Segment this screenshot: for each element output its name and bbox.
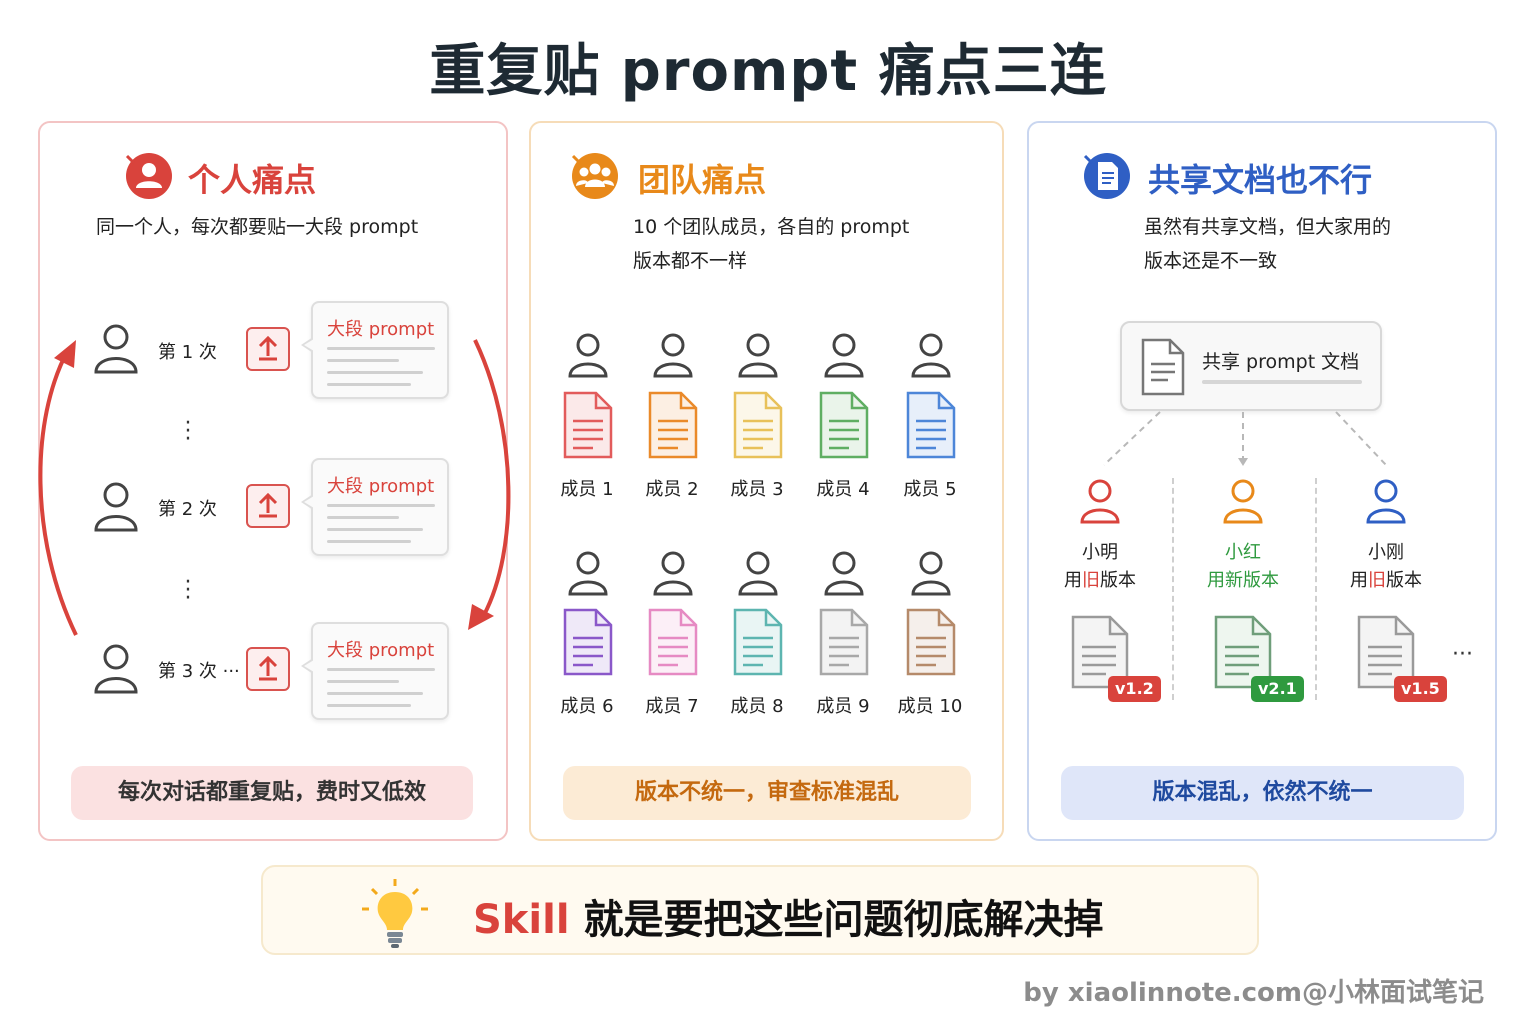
version-label: 用旧版本: [1350, 570, 1422, 591]
shared-title: 共享文档也不行: [1148, 161, 1373, 199]
personal-desc: 同一个人，每次都要贴一大段 prompt: [96, 216, 419, 238]
user-icon: [93, 480, 139, 532]
member-doc-icon: [818, 390, 870, 464]
cycle-arrow-right: [468, 339, 511, 630]
distribution-lines: [1103, 411, 1387, 466]
document-icon: [1141, 338, 1185, 396]
shared-doc-panel: [1027, 121, 1497, 841]
member-avatar-icon: [910, 550, 952, 600]
member-doc-icon: [732, 390, 784, 464]
user-name: 小红: [1225, 542, 1261, 563]
credit: by xiaolinnote.com@小林面试笔记: [1023, 978, 1484, 1008]
prompt-bubble-label: 大段 prompt: [327, 319, 435, 340]
conclusion-text: Skill 就是要把这些问题彻底解决掉: [473, 887, 1103, 945]
version-badge: v1.5: [1394, 676, 1447, 702]
page-title: 重复贴 prompt 痛点三连: [429, 39, 1107, 104]
cycle-arrow-left: [38, 340, 78, 636]
member-doc-icon: [647, 390, 699, 464]
document-no-icon: [1082, 151, 1132, 201]
document-icon: [1213, 614, 1273, 694]
document-icon: [1070, 614, 1130, 694]
user-name: 小刚: [1368, 542, 1404, 563]
ellipsis-vertical-icon: ···: [184, 570, 192, 611]
member-label: 成员 3: [730, 479, 784, 500]
user-avatar-icon: [1079, 478, 1121, 528]
member-doc-icon: [647, 607, 699, 681]
member-avatar-icon: [567, 550, 609, 600]
prompt-bubble: 大段 prompt: [301, 622, 449, 720]
member-doc-icon: [905, 607, 957, 681]
ellipsis-vertical-icon: ···: [184, 411, 192, 452]
member-avatar-icon: [652, 332, 694, 382]
user-avatar-icon: [1365, 478, 1407, 528]
team-pain-panel: [529, 121, 1004, 841]
member-avatar-icon: [737, 332, 779, 382]
version-badge: v2.1: [1251, 676, 1304, 702]
personal-title: 个人痛点: [188, 161, 317, 199]
prompt-bubble: 大段 prompt: [301, 458, 449, 556]
member-avatar-icon: [823, 550, 865, 600]
version-label: 用旧版本: [1064, 570, 1136, 591]
member-doc-icon: [818, 607, 870, 681]
member-label: 成员 1: [560, 479, 614, 500]
prompt-bubble-label: 大段 prompt: [327, 640, 435, 661]
member-avatar-icon: [737, 550, 779, 600]
member-avatar-icon: [823, 332, 865, 382]
member-label: 成员 4: [816, 479, 870, 500]
member-label: 成员 2: [645, 479, 699, 500]
member-doc-icon: [732, 607, 784, 681]
member-label: 成员 5: [903, 479, 957, 500]
user-icon: [93, 642, 139, 694]
person-no-icon: [124, 151, 174, 201]
shared-prompt-doc: 共享 prompt 文档: [1120, 321, 1382, 411]
member-label: 成员 10: [897, 696, 963, 717]
lightbulb-icon: [362, 879, 428, 948]
user-name: 小明: [1082, 542, 1118, 563]
times-label-2: 第 2 次: [158, 499, 217, 520]
shared-footer: 版本混乱，依然不统一: [1061, 766, 1464, 820]
member-label: 成员 7: [645, 696, 699, 717]
shared-desc-2: 版本还是不一致: [1144, 250, 1278, 272]
team-title: 团队痛点: [638, 161, 767, 199]
member-avatar-icon: [910, 332, 952, 382]
shared-desc-1: 虽然有共享文档，但大家用的: [1144, 216, 1392, 238]
member-doc-icon: [562, 607, 614, 681]
upload-icon: [246, 647, 290, 691]
member-avatar-icon: [567, 332, 609, 382]
times-label-3: 第 3 次 ···: [158, 661, 240, 682]
team-desc-1: 10 个团队成员，各自的 prompt: [633, 216, 910, 238]
prompt-bubble-label: 大段 prompt: [327, 476, 435, 497]
upload-icon: [246, 484, 290, 528]
team-footer: 版本不统一，审查标准混乱: [563, 766, 971, 820]
user-avatar-icon: [1222, 478, 1264, 528]
user-icon: [93, 322, 139, 374]
conclusion-banner: Skill 就是要把这些问题彻底解决掉: [261, 865, 1259, 955]
column-divider: [1172, 478, 1174, 700]
prompt-bubble: 大段 prompt: [301, 301, 449, 399]
member-label: 成员 9: [816, 696, 870, 717]
upload-icon: [246, 327, 290, 371]
times-label-1: 第 1 次: [158, 342, 217, 363]
version-label: 用新版本: [1207, 570, 1279, 591]
document-icon: [1356, 614, 1416, 694]
team-desc-2: 版本都不一样: [633, 250, 748, 272]
member-doc-icon: [562, 390, 614, 464]
skill-highlight: Skill: [473, 897, 570, 943]
member-label: 成员 8: [730, 696, 784, 717]
personal-footer: 每次对话都重复贴，费时又低效: [71, 766, 473, 820]
member-doc-icon: [905, 390, 957, 464]
team-no-icon: [570, 151, 620, 201]
member-label: 成员 6: [560, 696, 614, 717]
column-divider: [1315, 478, 1317, 700]
member-avatar-icon: [652, 550, 694, 600]
shared-doc-label: 共享 prompt 文档: [1202, 351, 1360, 373]
conclusion-rest: 就是要把这些问题彻底解决掉: [569, 897, 1104, 943]
more-ellipsis: ···: [1452, 642, 1473, 667]
version-badge: v1.2: [1108, 676, 1161, 702]
